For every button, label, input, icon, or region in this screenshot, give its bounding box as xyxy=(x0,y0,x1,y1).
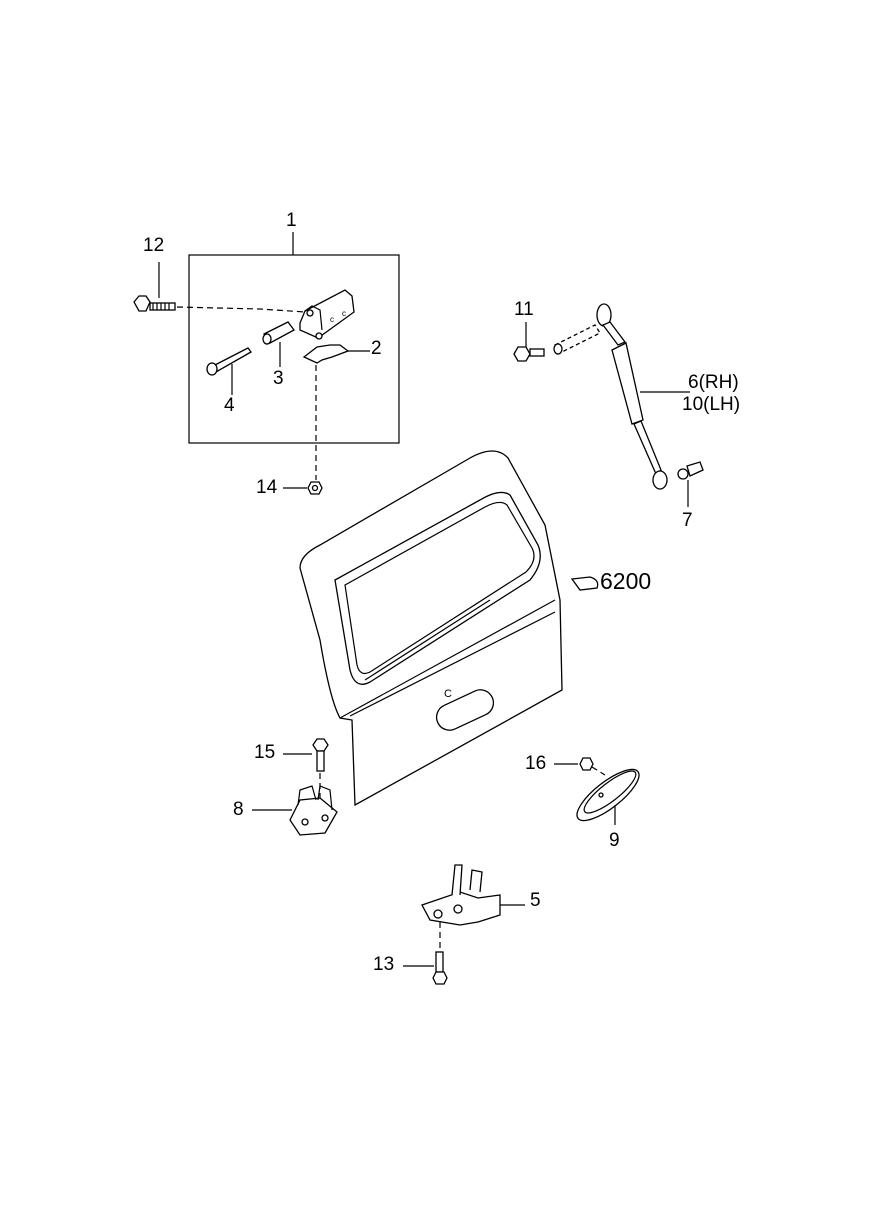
callout-4: 4 xyxy=(224,395,235,416)
callout-2: 2 xyxy=(371,338,382,359)
bolt-15: 15 xyxy=(254,738,329,800)
callout-15: 15 xyxy=(254,742,275,763)
bolt-11: 11 xyxy=(513,299,601,362)
callout-14: 14 xyxy=(256,477,278,498)
bolt-12: 12 xyxy=(133,235,306,313)
callout-13: 13 xyxy=(373,954,394,975)
pin-4: 4 xyxy=(206,347,252,416)
callout-10-lh: 10(LH) xyxy=(682,394,740,415)
latch-5: 5 xyxy=(421,864,541,950)
callout-12: 12 xyxy=(143,235,164,256)
hinge: c c xyxy=(299,289,355,340)
callout-5: 5 xyxy=(530,890,541,911)
callout-8: 8 xyxy=(233,799,244,820)
ball-stud-7: 7 xyxy=(677,461,704,531)
gas-strut: 6(RH) 10(LH) xyxy=(596,303,740,490)
callout-3: 3 xyxy=(273,368,284,389)
svg-text:c: c xyxy=(342,309,346,318)
plate-2: 2 xyxy=(302,338,382,480)
reference-6200: 6200 xyxy=(570,568,651,594)
tailgate-panel: C xyxy=(299,450,563,807)
bushing-3: 3 xyxy=(262,321,295,389)
callout-6200: 6200 xyxy=(600,568,651,594)
nut-14: 14 xyxy=(256,477,323,498)
svg-text:c: c xyxy=(330,315,334,324)
callout-16: 16 xyxy=(525,753,546,774)
callout-7: 7 xyxy=(682,510,693,531)
callout-6-rh: 6(RH) xyxy=(688,372,739,393)
striker-8: 8 xyxy=(233,785,338,836)
callout-11: 11 xyxy=(514,299,534,320)
hinge-assembly-box: 1 xyxy=(188,210,400,444)
callout-9: 9 xyxy=(609,830,620,851)
handle-9: 16 9 xyxy=(525,753,640,851)
bolt-13: 13 xyxy=(373,951,448,985)
handle-mark: C xyxy=(444,688,452,700)
callout-1: 1 xyxy=(286,210,297,231)
